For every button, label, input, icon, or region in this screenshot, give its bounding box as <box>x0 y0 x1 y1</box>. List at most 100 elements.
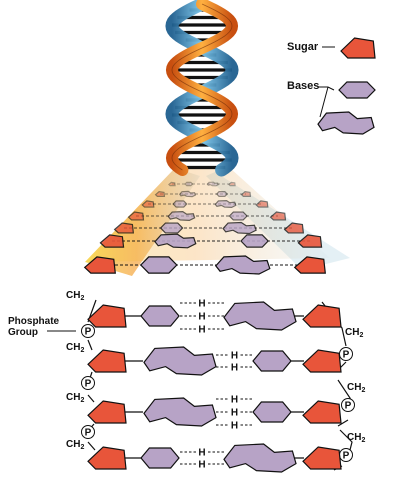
helix-strand-outline <box>171 3 233 171</box>
pentagon-icon <box>302 446 342 470</box>
double-helix <box>165 0 239 177</box>
pentagon-icon <box>99 234 125 248</box>
ch2-label: CH2 <box>66 342 84 354</box>
ch2-label: CH2 <box>347 432 365 444</box>
hydrogen-bond-label: H <box>231 363 238 374</box>
legend-sugar-pentagon-icon <box>340 37 376 59</box>
double-ring-icon <box>223 301 297 331</box>
hexagon-icon <box>184 181 194 187</box>
phosphate-symbol: P <box>345 401 352 412</box>
perspective-row <box>113 221 305 235</box>
ladder-perspective-rows <box>83 181 326 275</box>
hexagon-icon <box>252 350 292 372</box>
double-ring-icon <box>223 443 297 473</box>
ch2-label: CH2 <box>66 439 84 451</box>
hexagon-icon <box>172 200 188 208</box>
hydrogen-bond-label: H <box>231 408 238 419</box>
double-ring-icon <box>222 221 257 235</box>
hexagon-icon <box>159 222 184 234</box>
double-ring-icon <box>143 346 217 376</box>
perspective-row <box>141 199 269 209</box>
pentagon-icon <box>297 234 323 248</box>
phosphate-circle-icon: P <box>81 376 95 390</box>
pentagon-icon <box>113 222 135 234</box>
ch2-label: CH2 <box>66 290 84 302</box>
double-ring-icon <box>154 233 197 249</box>
perspective-row <box>83 255 326 275</box>
hydrogen-bond-label: H <box>198 312 205 323</box>
pentagon-icon <box>269 211 287 221</box>
double-ring-icon <box>214 199 237 209</box>
double-ring-icon <box>206 181 219 187</box>
pentagon-icon <box>83 256 116 274</box>
legend-sugar-label: Sugar <box>287 41 319 53</box>
pentagon-icon <box>340 37 376 59</box>
hydrogen-bond-label: H <box>198 299 205 310</box>
pentagon-icon <box>283 222 305 234</box>
phosphate-circle-icon: P <box>81 425 95 439</box>
phosphate-circle-icon: P <box>341 398 355 412</box>
phosphate-label-line1: Phosphate <box>8 316 60 327</box>
helix-strand-blue <box>165 0 239 177</box>
hydrogen-bond-label: H <box>198 325 205 336</box>
double-ring-icon <box>178 190 197 198</box>
base-pair-row: HH <box>87 443 342 473</box>
hydrogen-bond-label: H <box>198 448 205 459</box>
pentagon-icon <box>240 191 252 197</box>
ch2-label: CH2 <box>347 382 365 394</box>
perspective-row <box>127 210 287 222</box>
perspective-row <box>99 233 323 249</box>
base-pair-row: HHH <box>87 395 342 432</box>
legend-bases-label: Bases <box>287 80 319 92</box>
legend: Sugar Bases <box>287 37 376 135</box>
perspective-row <box>154 190 252 198</box>
ch2-label: CH2 <box>345 327 363 339</box>
phosphate-group-callout: Phosphate Group <box>8 316 76 338</box>
pentagon-icon <box>154 191 166 197</box>
pentagon-icon <box>87 349 127 373</box>
hexagon-icon <box>140 447 180 469</box>
pentagon-icon <box>141 200 155 208</box>
helix-backbone-strands <box>165 0 239 177</box>
phosphate-circle-icon: P <box>339 448 353 462</box>
pentagon-icon <box>127 211 145 221</box>
legend-base-hexagon-icon <box>338 81 376 99</box>
phosphate-circle-icon: P <box>81 324 95 338</box>
hexagon-icon <box>215 191 228 197</box>
hydrogen-bond-label: H <box>231 421 238 432</box>
perspective-row <box>168 181 236 187</box>
pentagon-icon <box>302 349 342 373</box>
pentagon-icon <box>302 400 342 424</box>
phosphate-label-line2: Group <box>8 327 38 338</box>
base-pair-row: HH <box>87 346 342 376</box>
hexagon-icon <box>240 234 269 248</box>
double-ring-icon <box>215 255 271 275</box>
double-ring-icon <box>143 397 217 427</box>
hexagon-icon <box>140 305 180 327</box>
pentagon-icon <box>302 304 342 328</box>
pentagon-icon <box>168 181 176 187</box>
hydrogen-bond-label: H <box>231 395 238 406</box>
pentagon-icon <box>228 181 236 187</box>
hexagon-icon <box>139 256 178 274</box>
phosphate-symbol: P <box>85 428 92 439</box>
base-pair-row: HHH <box>87 299 342 336</box>
phosphate-symbol: P <box>343 350 350 361</box>
phosphate-symbol: P <box>85 327 92 338</box>
hexagon-icon <box>228 211 248 221</box>
pentagon-icon <box>87 446 127 470</box>
legend-base-double-ring-icon <box>317 111 375 135</box>
phosphate-symbol: P <box>85 379 92 390</box>
phosphate-symbol: P <box>343 451 350 462</box>
pentagon-icon <box>293 256 326 274</box>
phosphate-circle-icon: P <box>339 347 353 361</box>
hydrogen-bond-label: H <box>231 351 238 362</box>
double-ring-icon <box>317 111 375 135</box>
pentagon-icon <box>87 304 127 328</box>
double-ring-icon <box>167 210 196 222</box>
pentagon-icon <box>255 200 269 208</box>
ch2-label: CH2 <box>66 392 84 404</box>
